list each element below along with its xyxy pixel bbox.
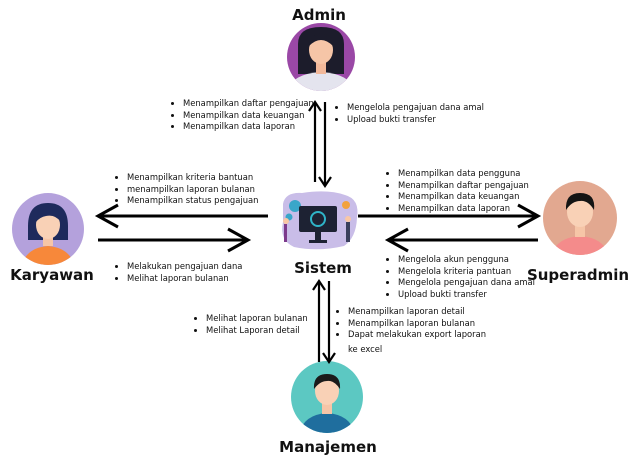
notes-sistem-to-superadmin: Menampilkan data pengguna Menampilkan da… bbox=[384, 168, 529, 214]
notes-superadmin-to-sistem: Mengelola akun pengguna Mengelola kriter… bbox=[384, 254, 535, 300]
arrow-sistem-to-superadmin-head bbox=[517, 203, 542, 229]
arrow-sistem-to-manajemen-head bbox=[322, 352, 336, 364]
note-item: Mengelola kriteria pantuan bbox=[398, 266, 535, 278]
note-item: Mengelola pengajuan dana amal bbox=[398, 277, 535, 289]
note-item: Mengelola akun pengguna bbox=[398, 254, 535, 266]
arrow-manajemen-to-sistem-head bbox=[312, 279, 326, 291]
karyawan-label: Karyawan bbox=[10, 266, 94, 284]
note-item: Menampilkan laporan detail bbox=[348, 306, 486, 318]
note-item: Menampilkan kriteria bantuan bbox=[127, 172, 258, 184]
arrow-superadmin-to-sistem-head bbox=[384, 227, 409, 253]
note-item: Mengelola pengajuan dana amal bbox=[347, 102, 484, 114]
manajemen-label: Manajemen bbox=[279, 438, 377, 456]
note-item: Dapat melakukan export laporan bbox=[348, 329, 486, 341]
note-item: Upload bukti transfer bbox=[347, 114, 484, 126]
notes-admin-to-sistem: Mengelola pengajuan dana amal Upload buk… bbox=[333, 102, 484, 125]
note-item: Menampilkan data laporan bbox=[398, 203, 529, 215]
admin-avatar bbox=[287, 23, 355, 91]
notes-sistem-to-karyawan: Menampilkan kriteria bantuan menampilkan… bbox=[113, 172, 258, 207]
note-item: Melihat laporan bulanan bbox=[127, 273, 242, 285]
note-item: Menampilkan laporan bulanan bbox=[348, 318, 486, 330]
arrow-sistem-to-karyawan-head bbox=[94, 203, 119, 229]
sistem-illustration bbox=[282, 191, 358, 250]
note-item-continuation: ke excel bbox=[348, 344, 383, 354]
note-item: Menampilkan data pengguna bbox=[398, 168, 529, 180]
notes-karyawan-to-sistem: Melakukan pengajuan dana Melihat laporan… bbox=[113, 261, 242, 284]
note-item: Melihat Laporan detail bbox=[206, 325, 308, 337]
arrow-karyawan-to-sistem-head bbox=[227, 227, 252, 253]
notes-sistem-to-manajemen: Menampilkan laporan detail Menampilkan l… bbox=[334, 306, 486, 341]
note-item: Menampilkan data keuangan bbox=[398, 191, 529, 203]
notes-sistem-to-admin: Menampilkan daftar pengajuan Menampilkan… bbox=[169, 98, 314, 133]
note-item: Melakukan pengajuan dana bbox=[127, 261, 242, 273]
admin-label: Admin bbox=[292, 6, 346, 24]
note-item: Melihat laporan bulanan bbox=[206, 313, 308, 325]
note-item: Upload bukti transfer bbox=[398, 289, 535, 301]
manajemen-avatar bbox=[291, 361, 363, 433]
arrow-admin-to-sistem-head bbox=[318, 176, 332, 188]
arrow-sistem-to-admin-head bbox=[308, 100, 322, 112]
note-item: Menampilkan status pengajuan bbox=[127, 195, 258, 207]
note-item: Menampilkan data keuangan bbox=[183, 110, 314, 122]
sistem-label: Sistem bbox=[294, 259, 352, 277]
note-item: Menampilkan data laporan bbox=[183, 121, 314, 133]
notes-manajemen-to-sistem: Melihat laporan bulanan Melihat Laporan … bbox=[192, 313, 308, 336]
note-item: Menampilkan daftar pengajuan bbox=[183, 98, 314, 110]
karyawan-avatar bbox=[12, 193, 84, 265]
note-item: menampilkan laporan bulanan bbox=[127, 184, 258, 196]
superadmin-avatar bbox=[543, 181, 617, 255]
superadmin-label: Superadmin bbox=[526, 266, 628, 284]
note-item: Menampilkan daftar pengajuan bbox=[398, 180, 529, 192]
